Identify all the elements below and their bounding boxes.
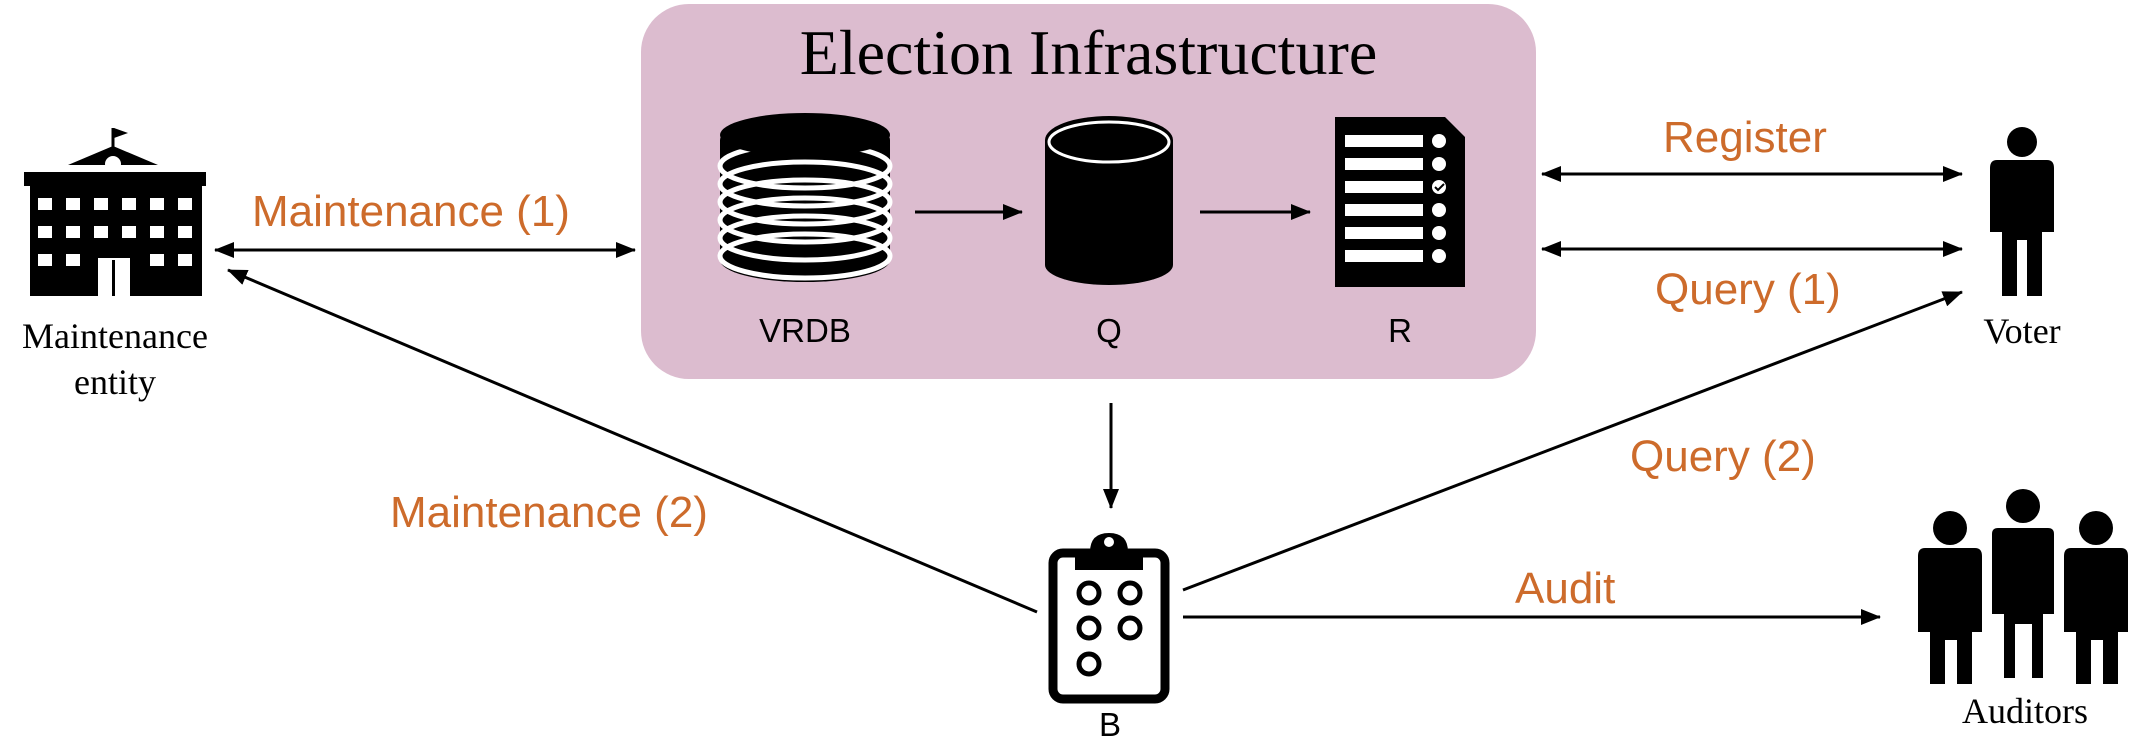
- q-cylinder-icon: [1045, 116, 1173, 285]
- audit-label: Audit: [1515, 564, 1616, 613]
- maintenance-entity-line2: entity: [74, 362, 156, 402]
- voter-person-icon: [1990, 127, 2054, 296]
- auditors-group-icon: [1918, 489, 2128, 684]
- infrastructure-title: Election Infrastructure: [799, 17, 1378, 88]
- maintenance-1-label: Maintenance (1): [252, 187, 570, 236]
- maintenance-2-label: Maintenance (2): [390, 488, 708, 537]
- q-label: Q: [1096, 312, 1122, 349]
- maintenance-entity-line1: Maintenance: [22, 316, 208, 356]
- vrdb-database-icon: [717, 113, 893, 282]
- ballot-label: B: [1098, 706, 1121, 743]
- maintenance-building-icon: [24, 128, 206, 296]
- r-document-icon: [1335, 117, 1465, 287]
- maintenance-entity-label: Maintenance entity: [0, 313, 230, 405]
- auditors-label: Auditors: [1962, 691, 2088, 731]
- vrdb-label: VRDB: [759, 312, 851, 349]
- r-label: R: [1388, 312, 1412, 349]
- query-1-label: Query (1): [1655, 265, 1841, 314]
- arrow-query-2: [1182, 290, 1963, 592]
- register-label: Register: [1663, 113, 1827, 162]
- ballot-clipboard-icon: [1048, 533, 1170, 704]
- arrow-maintenance-2: [227, 268, 1038, 614]
- query-2-label: Query (2): [1630, 432, 1816, 481]
- voter-label: Voter: [1983, 311, 2061, 351]
